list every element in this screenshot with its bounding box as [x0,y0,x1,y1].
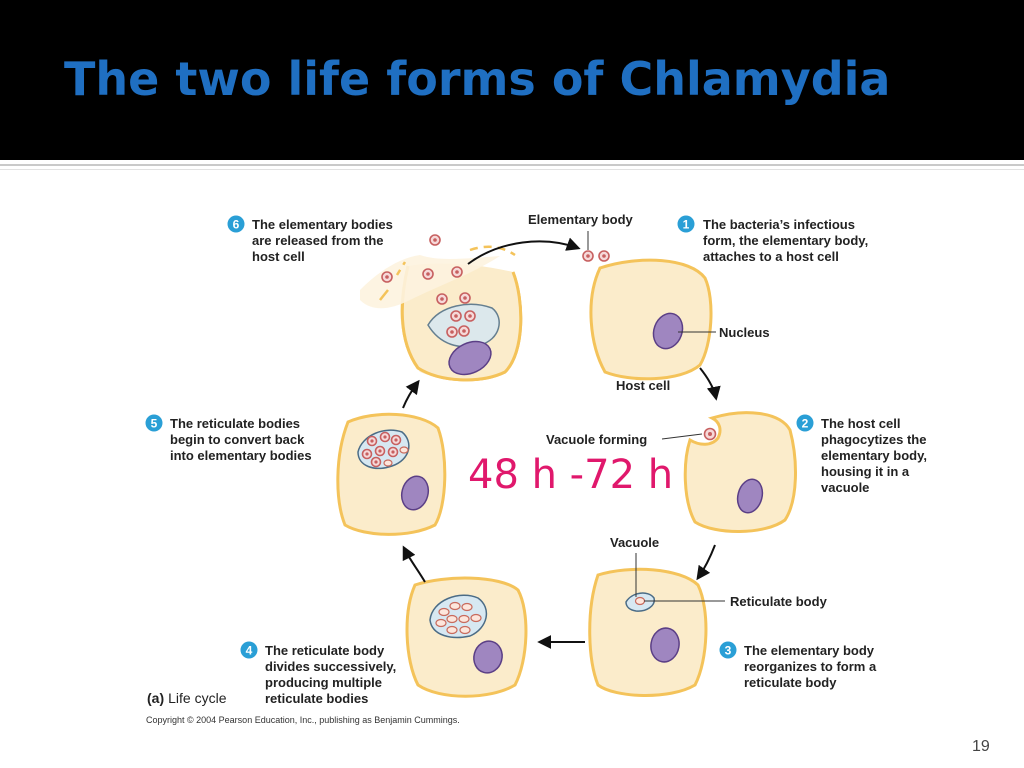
step-caption-line: The reticulate body [265,643,385,658]
step-caption-line: into elementary bodies [170,448,312,463]
step-6: 6 The elementary bodies are released fro… [227,215,393,264]
step-caption-line: producing multiple [265,675,382,690]
step-number: 1 [683,218,690,232]
converting-bodies [361,431,409,468]
cell-stage-5 [336,412,447,536]
label-vacuole-forming: Vacuole forming [546,432,647,447]
step-badge [145,414,163,432]
step-caption-line: elementary body, [821,448,927,463]
host-cell-membrane [589,258,713,381]
reticulate-body-shape [634,596,646,606]
cell-stage-4 [405,576,528,698]
cycle-arrow-5-to-6 [402,379,420,409]
panel-label: (a)Life cycle [147,690,227,706]
step-caption-line: phagocytizes the [821,432,926,447]
cell-stage-3 [588,567,708,697]
label-elementary-body: Elementary body [528,212,634,227]
step-number: 4 [246,644,253,658]
nucleus-shape [650,627,680,663]
cycle-arrow-4-to-5 [402,545,426,583]
released-cytoplasm-cloud [360,255,500,309]
step-caption-line: reticulate bodies [265,691,368,706]
step-caption-line: The host cell [821,416,900,431]
nucleus-shape [400,475,430,511]
cell-stage-1 [582,250,713,381]
step-caption-line: The elementary body [744,643,875,658]
panel-label-text: Life cycle [168,690,227,706]
step-caption-line: host cell [252,249,305,264]
step-caption-line: form, the elementary body, [703,233,868,248]
broken-membrane-fragment [379,289,389,301]
cell-stage-2 [683,411,797,533]
step-number: 3 [725,644,732,658]
step-caption-line: reticulate body [744,675,837,690]
panel-label-prefix: (a) [147,690,164,706]
step-caption-line: vacuole [821,480,869,495]
leader-line-vacuole-forming [661,433,703,440]
slide-title: The two life forms of Chlamydia [64,52,891,106]
step-badge [796,414,814,432]
step-caption-line: are released from the [252,233,384,248]
label-reticulate-body: Reticulate body [730,594,828,609]
step-number: 5 [151,417,158,431]
step-caption-line: The reticulate bodies [170,416,300,431]
released-elementary-bodies [381,234,476,338]
step-caption-line: housing it in a [821,464,910,479]
step-number: 2 [802,417,809,431]
nucleus-shape [448,340,492,376]
step-caption-line: attaches to a host cell [703,249,839,264]
broken-membrane-fragment [395,261,407,276]
step-caption-line: divides successively, [265,659,396,674]
step-4: 4 The reticulate body divides successive… [240,641,396,706]
nucleus-shape [736,478,764,514]
step-caption-line: The bacteria’s infectious [703,217,855,232]
host-cell-membrane [683,411,797,533]
step-5: 5 The reticulate bodies begin to convert… [145,414,312,463]
label-nucleus: Nucleus [719,325,770,340]
nucleus-shape [652,312,684,350]
step-caption-line: begin to convert back [170,432,305,447]
step-caption-line: reorganizes to form a [744,659,877,674]
step-badge [240,641,258,659]
cell-stage-6 [360,234,523,382]
nucleus-shape [473,640,503,674]
header-divider-thin [0,169,1024,170]
label-vacuole: Vacuole [610,535,659,550]
step-caption-line: The elementary bodies [252,217,393,232]
step-1: 1 The bacteria’s infectious form, the el… [677,215,868,264]
slide-page-number: 19 [972,738,990,755]
cycle-duration-label: 48 h -72 h [468,452,674,498]
step-2: 2 The host cell phagocytizes the element… [796,414,927,495]
step-badge [677,215,695,233]
copyright-notice: Copyright © 2004 Pearson Education, Inc.… [146,715,460,725]
step-number: 6 [233,218,240,232]
slide-header [0,0,1024,160]
cycle-arrow-1-to-2 [699,367,721,401]
host-cell-membrane [588,567,708,697]
dividing-reticulate-bodies [435,601,482,635]
step-3: 3 The elementary body reorganizes to for… [719,641,877,690]
step-badge [227,215,245,233]
header-divider [0,164,1024,166]
cycle-arrow-2-to-3 [696,544,716,581]
attaching-elementary-bodies [582,250,610,262]
cycle-arrow-6-to-1 [467,237,581,265]
broken-membrane-fragment [469,245,516,257]
label-host-cell: Host cell [616,378,670,393]
step-badge [719,641,737,659]
